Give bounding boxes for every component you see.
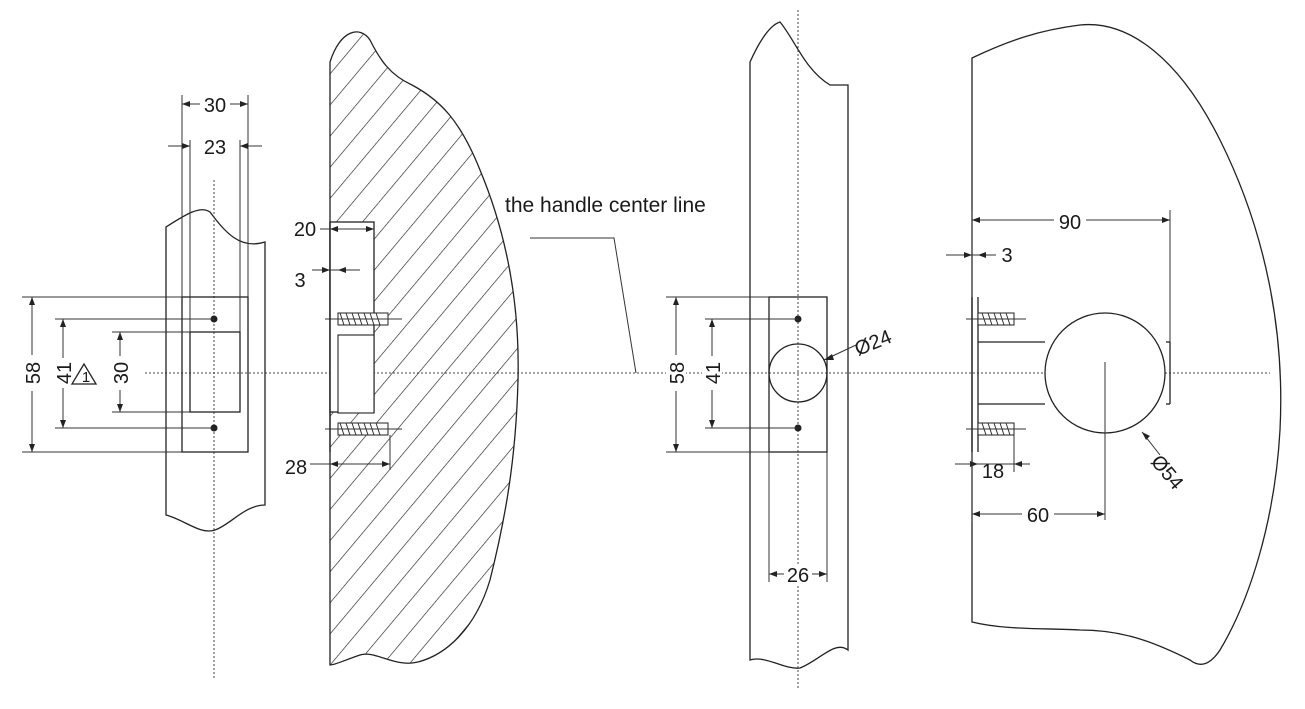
view1-strike-plate-outer [181, 296, 249, 453]
v4-dim-90: 90 [1059, 212, 1081, 234]
view4-door-outline [971, 23, 1282, 665]
view-3-door-edge-bore: 58 41 Ø24 26 [666, 10, 895, 690]
v2-dim-3: 3 [294, 270, 305, 292]
revision-triangle-icon [70, 362, 98, 385]
v1-dim-58: 58 [23, 362, 45, 384]
view2-screw-bottom [325, 422, 402, 436]
view3-door-profile [749, 21, 849, 669]
v1-dim-41: 41 [54, 362, 76, 384]
v1-dim-30: 30 [204, 95, 226, 117]
view3-bore-hole [768, 343, 828, 403]
view1-door-profile [165, 209, 266, 532]
view-4-door-face-knob: 90 3 18 60 Ø54 [946, 23, 1282, 665]
v2-dim-20: 20 [294, 219, 316, 241]
view1-strike-plate-inner [189, 331, 241, 413]
view2-hatched-section [329, 31, 519, 666]
v4-dim-dia54: Ø54 [1146, 451, 1187, 494]
view4-screw-top [966, 312, 1026, 326]
v4-dim-3: 3 [1001, 245, 1012, 267]
view4-screw-bottom [966, 422, 1026, 436]
view2-screw-top [325, 312, 402, 326]
v1-dim-23: 23 [204, 137, 226, 159]
v3-dim-58: 58 [667, 362, 689, 384]
v3-dim-41: 41 [703, 362, 725, 384]
handle-center-line-label: the handle center line [505, 194, 706, 217]
v4-dim-18: 18 [982, 461, 1004, 483]
v3-dim-dia24: Ø24 [852, 326, 895, 361]
view2-mortise-inner [337, 334, 375, 414]
center-line-annotation: the handle center line [505, 194, 706, 374]
view-1-door-edge: 30 23 58 41 30 1 [22, 94, 266, 680]
v2-dim-28: 28 [285, 457, 307, 479]
v3-dim-26: 26 [787, 565, 809, 587]
view-2-section: 20 3 28 [285, 31, 519, 666]
v1-triangle-note: 1 [82, 369, 90, 386]
v4-dim-60: 60 [1027, 505, 1049, 527]
v1-dim-30-vertical: 30 [111, 362, 133, 384]
